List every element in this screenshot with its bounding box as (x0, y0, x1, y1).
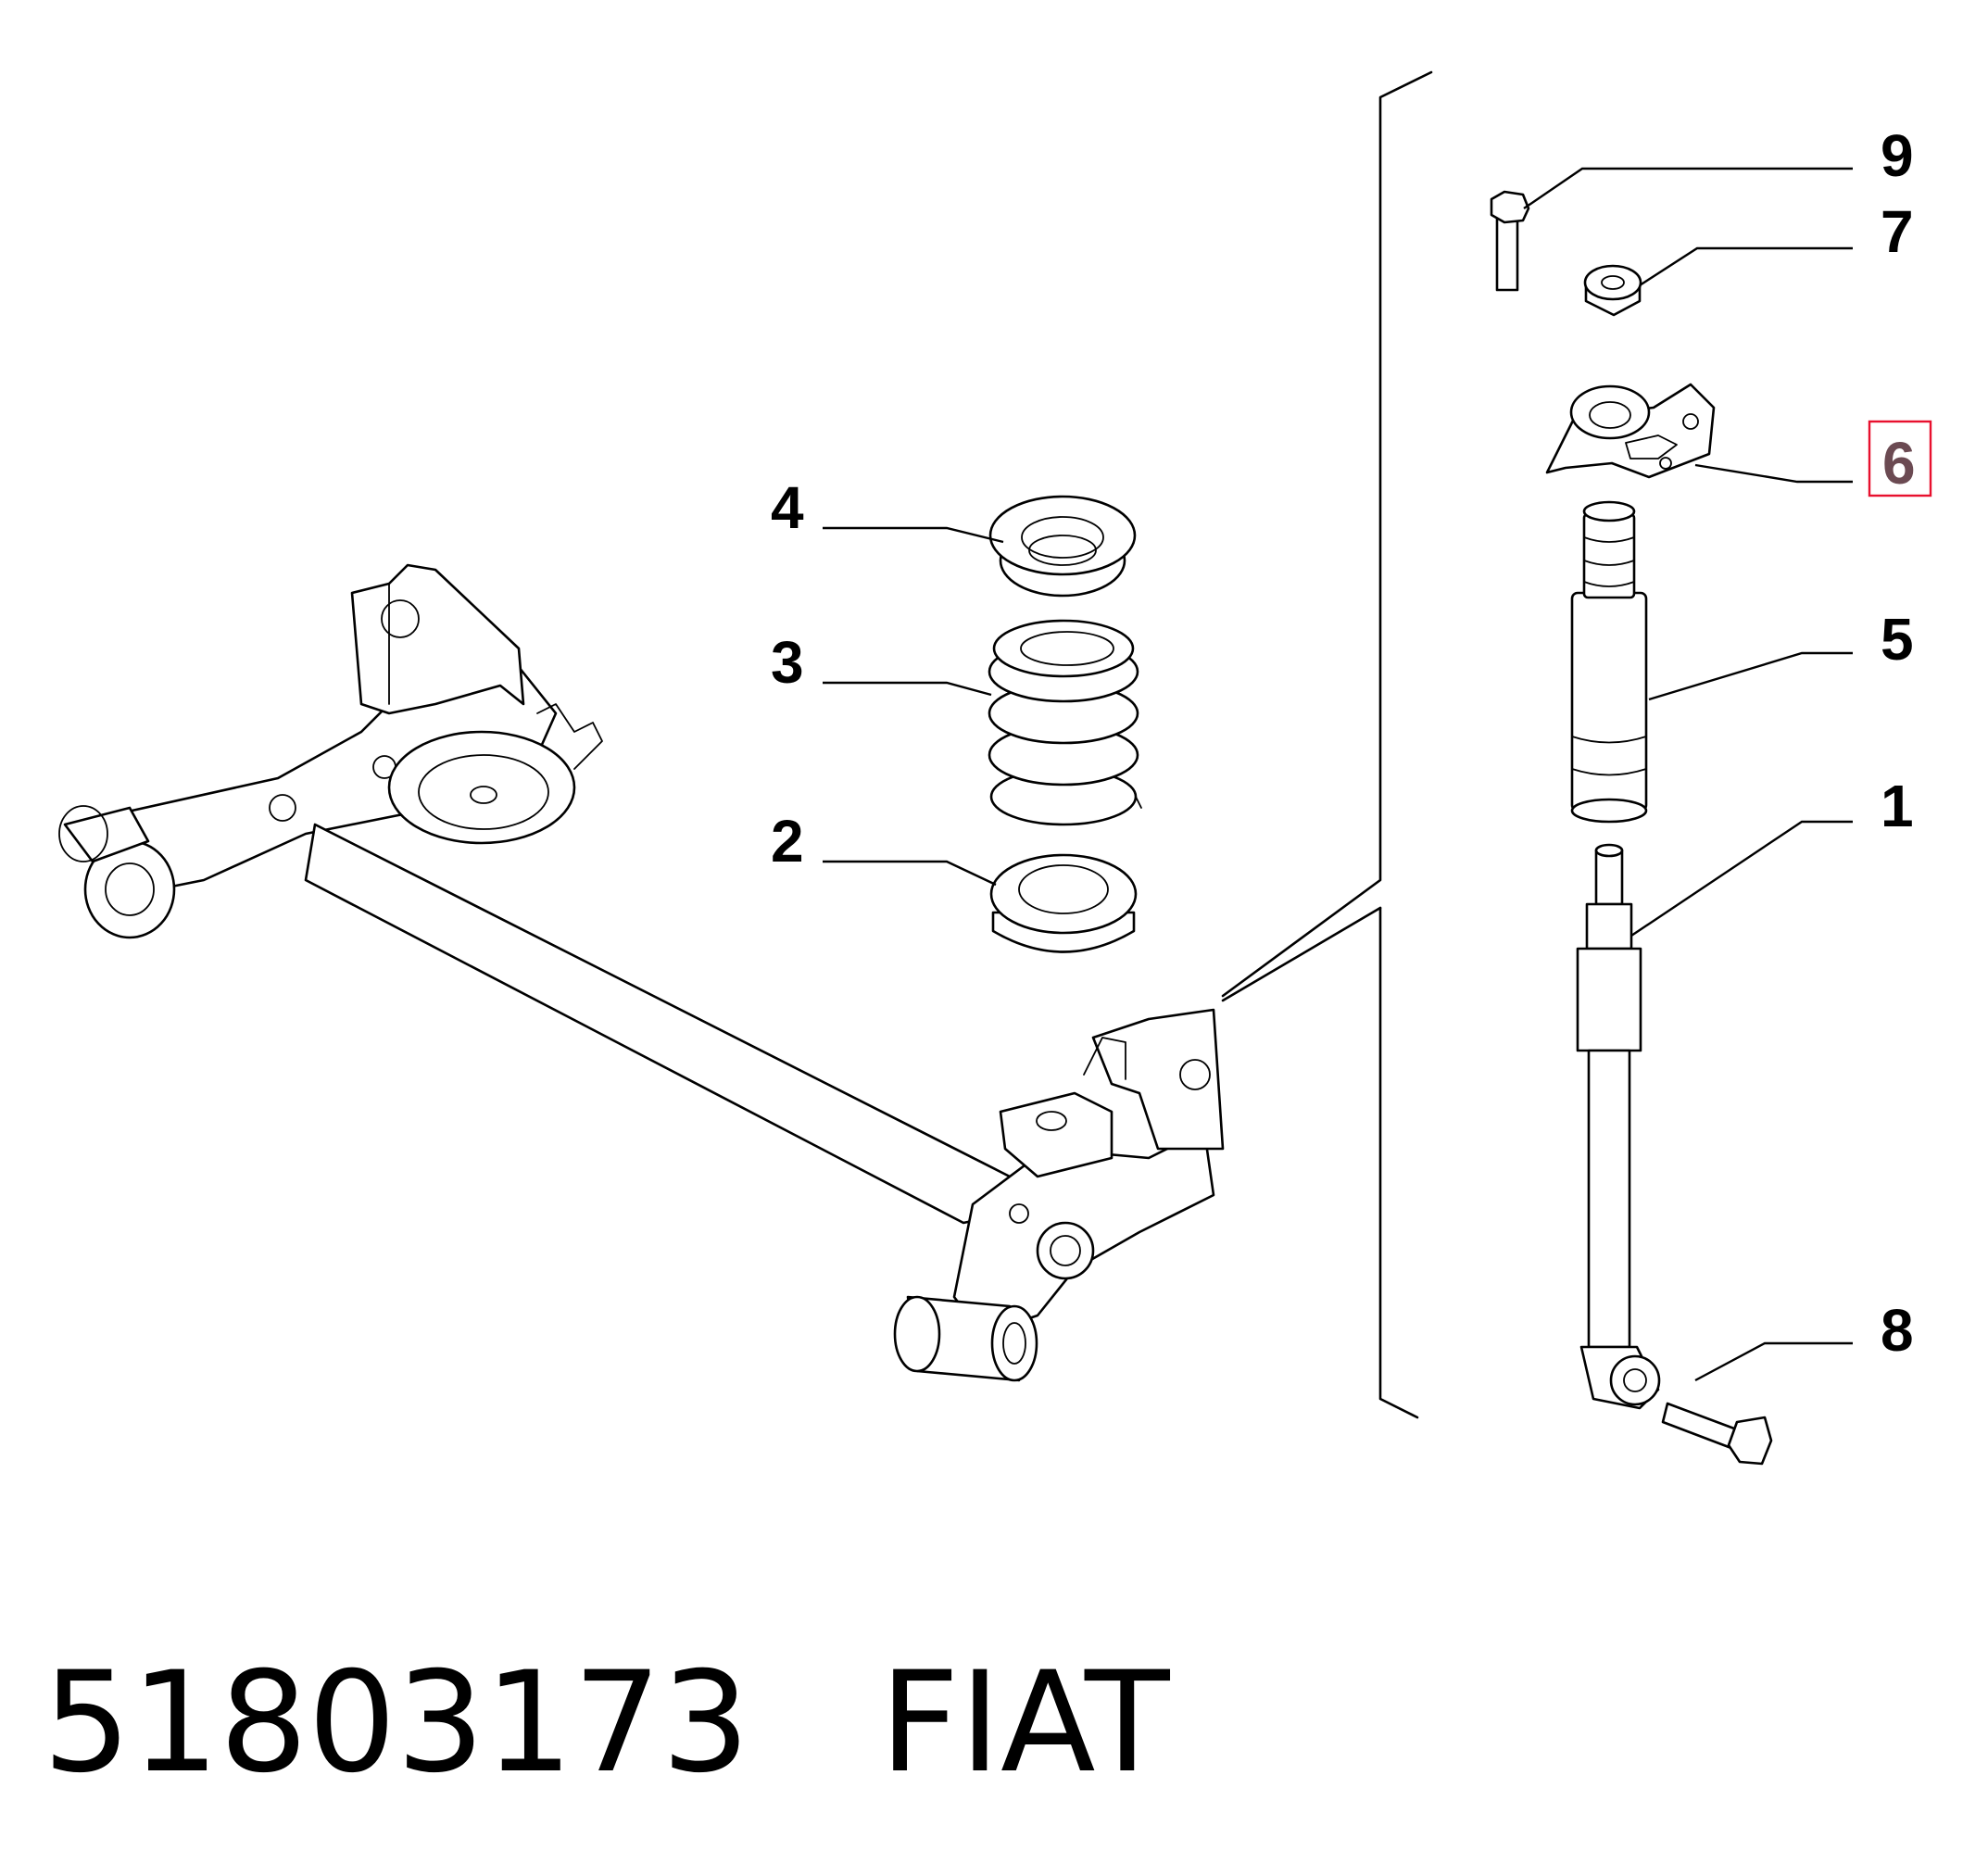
callout-4: 4 (771, 474, 804, 541)
callout-2: 2 (771, 808, 804, 875)
callout-labels: 4 3 2 9 7 6 5 1 8 (771, 122, 1932, 1364)
part-1-shock-absorber (1576, 843, 1661, 1410)
callout-7: 7 (1881, 198, 1914, 265)
callout-3: 3 (771, 629, 804, 696)
part-7-nut (1583, 264, 1642, 317)
callout-8: 8 (1881, 1297, 1914, 1364)
callout-6-highlight-box (1868, 420, 1932, 497)
part-3-coil-spring (988, 619, 1142, 826)
part-4-upper-spring-pad (988, 495, 1137, 598)
group-bracket-line (1221, 70, 1433, 1419)
part-6-shock-mount-plate (1545, 383, 1716, 479)
callout-5: 5 (1881, 606, 1914, 673)
callout-9: 9 (1881, 122, 1914, 189)
brand-name: FIAT (879, 1643, 1170, 1804)
part-8-bolt (1661, 1402, 1773, 1466)
callout-1: 1 (1881, 773, 1914, 839)
part-2-lower-spring-pad (989, 853, 1138, 953)
part-caption: 51803173 FIAT (43, 1640, 1170, 1806)
part-9-bolt (1490, 190, 1530, 292)
part-5-dust-boot (1570, 500, 1648, 824)
callout-6: 6 (1882, 430, 1916, 497)
leader-lines (823, 167, 1853, 1382)
rear-axle-beam (58, 563, 1225, 1382)
part-number: 51803173 (43, 1643, 750, 1804)
